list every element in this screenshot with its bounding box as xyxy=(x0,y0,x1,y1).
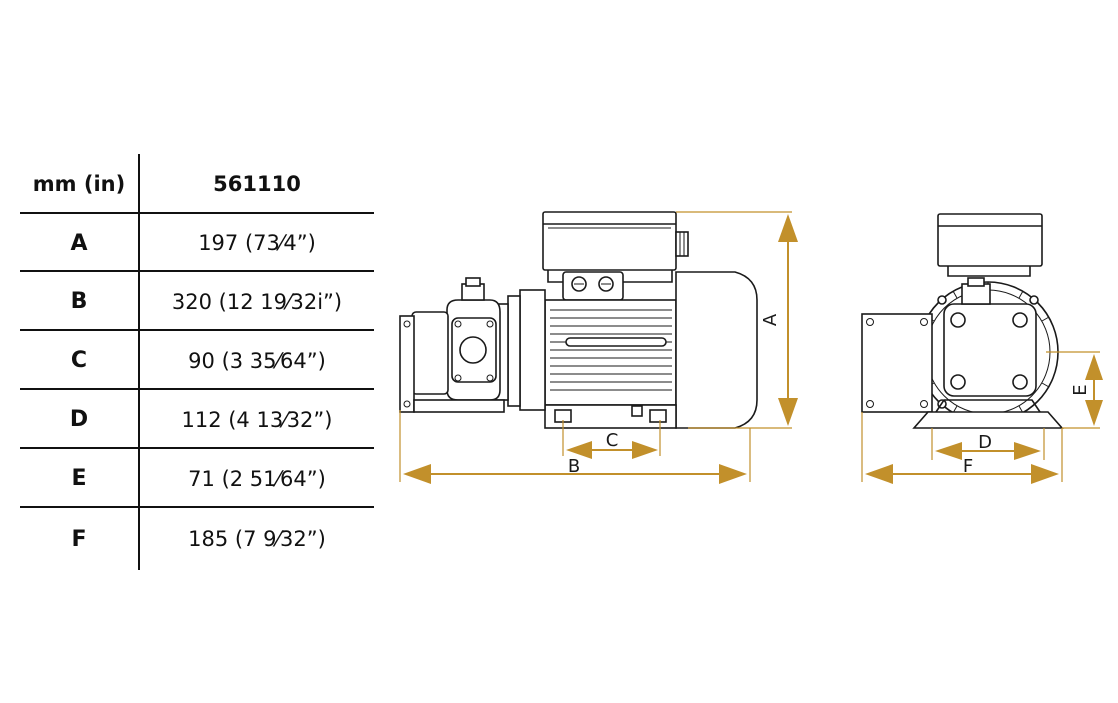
arrow-right-icon xyxy=(719,464,747,484)
arrow-right-icon xyxy=(1031,464,1059,484)
dimension-key: B xyxy=(70,289,88,314)
dimension-value: 320 (12 19⁄32i”) xyxy=(171,289,343,314)
ground-screw-icon xyxy=(631,405,643,417)
motor-base xyxy=(544,404,677,429)
table-row: C 90 (3 35⁄64”) xyxy=(20,331,374,390)
table-row: D 112 (4 13⁄32”) xyxy=(20,390,374,449)
table-row: F 185 (7 9⁄32”) xyxy=(20,508,374,570)
dimension-key: F xyxy=(71,526,87,552)
arrow-down-icon xyxy=(1085,400,1103,426)
dimension-value: 197 (73⁄4”) xyxy=(198,231,316,255)
side-plate xyxy=(861,313,933,413)
pump-base xyxy=(413,399,505,413)
pump-end-plate xyxy=(399,315,415,413)
motor-flange xyxy=(519,289,546,411)
motor-feet xyxy=(912,411,1064,429)
dimension-label-f: F xyxy=(963,456,973,477)
table-row: E 71 (2 51⁄64”) xyxy=(20,449,374,508)
dimension-key: C xyxy=(70,348,88,373)
relief-valve xyxy=(961,283,991,305)
dimension-label-e: E xyxy=(1070,384,1091,395)
header-model: 561110 xyxy=(213,172,301,196)
dimension-label-d: D xyxy=(978,432,992,453)
arrow-left-icon xyxy=(403,464,431,484)
arrow-up-icon xyxy=(1085,354,1103,380)
dimension-value: 185 (7 9⁄32”) xyxy=(188,527,326,551)
dimension-value: 90 (3 35⁄64”) xyxy=(188,348,326,373)
dimension-label-a: A xyxy=(760,313,781,326)
front-view: E D F xyxy=(861,213,1103,484)
dimension-key: A xyxy=(70,230,88,256)
dimension-key: E xyxy=(71,466,87,491)
table-row: A 197 (73⁄4”) xyxy=(20,214,374,272)
motor-body xyxy=(544,299,677,406)
dimension-key: D xyxy=(69,407,89,432)
pump-port-icon xyxy=(459,336,487,364)
header-unit: mm (in) xyxy=(32,172,126,196)
terminal-box xyxy=(542,211,677,271)
arrow-left-icon xyxy=(566,441,592,459)
table-row: B 320 (12 19⁄32i”) xyxy=(20,272,374,331)
side-view: A C B xyxy=(399,211,798,484)
arrow-right-icon xyxy=(1014,442,1041,460)
dimension-label-c: C xyxy=(606,430,619,451)
arrow-down-icon xyxy=(778,398,798,426)
table-header-row: mm (in) 561110 xyxy=(20,154,374,214)
table-column-divider xyxy=(138,154,140,570)
arrow-right-icon xyxy=(632,441,658,459)
arrow-left-icon xyxy=(865,464,893,484)
pump-cover xyxy=(411,311,449,395)
dimension-label-b: B xyxy=(568,456,580,477)
arrow-left-icon xyxy=(935,442,962,460)
fan-cover xyxy=(675,271,758,429)
cable-gland xyxy=(675,231,689,257)
dimension-value: 112 (4 13⁄32”) xyxy=(181,407,333,432)
dimension-value: 71 (2 51⁄64”) xyxy=(188,466,326,491)
terminal-box xyxy=(937,213,1043,267)
arrow-up-icon xyxy=(778,214,798,242)
